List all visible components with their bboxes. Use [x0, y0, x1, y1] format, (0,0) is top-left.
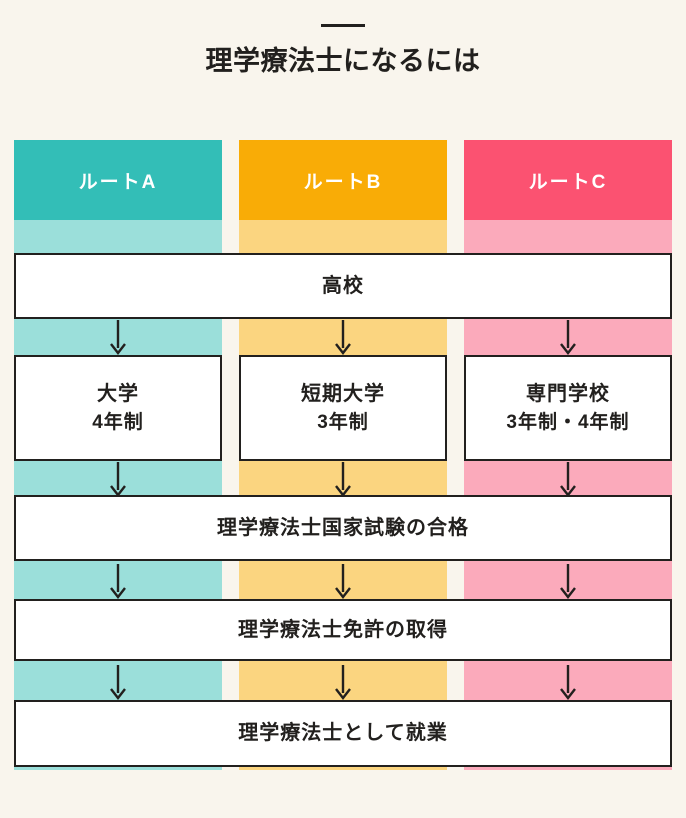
page-header: 理学療法士になるには — [0, 24, 686, 77]
step-box-education-a: 大学 4年制 — [14, 355, 222, 461]
route-label-b: ルートB — [303, 171, 383, 193]
step-label-education-a-line2: 4年制 — [92, 411, 144, 433]
step-box-education-b: 短期大学 3年制 — [239, 355, 447, 461]
step-label-employment: 理学療法士として就業 — [238, 722, 448, 744]
divider-rule — [321, 24, 365, 27]
route-label-a: ルートA — [78, 171, 158, 193]
step-label-education-b-line2: 3年制 — [317, 411, 369, 433]
flowchart: ルートA ルートB ルートC 高校 — [0, 140, 686, 770]
step-label-education-a-line1: 大学 — [97, 382, 139, 405]
step-box-national-exam: 理学療法士国家試験の合格 — [14, 495, 672, 561]
step-box-education-c: 専門学校 3年制・4年制 — [464, 355, 672, 461]
step-label-education-c-line1: 専門学校 — [526, 382, 610, 405]
route-header-a: ルートA — [14, 140, 222, 220]
step-box-license: 理学療法士免許の取得 — [14, 599, 672, 661]
step-box-high-school: 高校 — [14, 253, 672, 319]
step-box-employment: 理学療法士として就業 — [14, 700, 672, 767]
route-header-c: ルートC — [464, 140, 672, 220]
route-header-b: ルートB — [239, 140, 447, 220]
step-label-education-c-line2: 3年制・4年制 — [506, 411, 630, 433]
step-label-license: 理学療法士免許の取得 — [238, 618, 448, 641]
step-label-national-exam: 理学療法士国家試験の合格 — [217, 516, 469, 539]
route-label-c: ルートC — [528, 171, 608, 193]
step-label-education-b-line1: 短期大学 — [301, 382, 385, 405]
page-title: 理学療法士になるには — [205, 46, 481, 76]
step-label-high-school: 高校 — [322, 274, 364, 297]
